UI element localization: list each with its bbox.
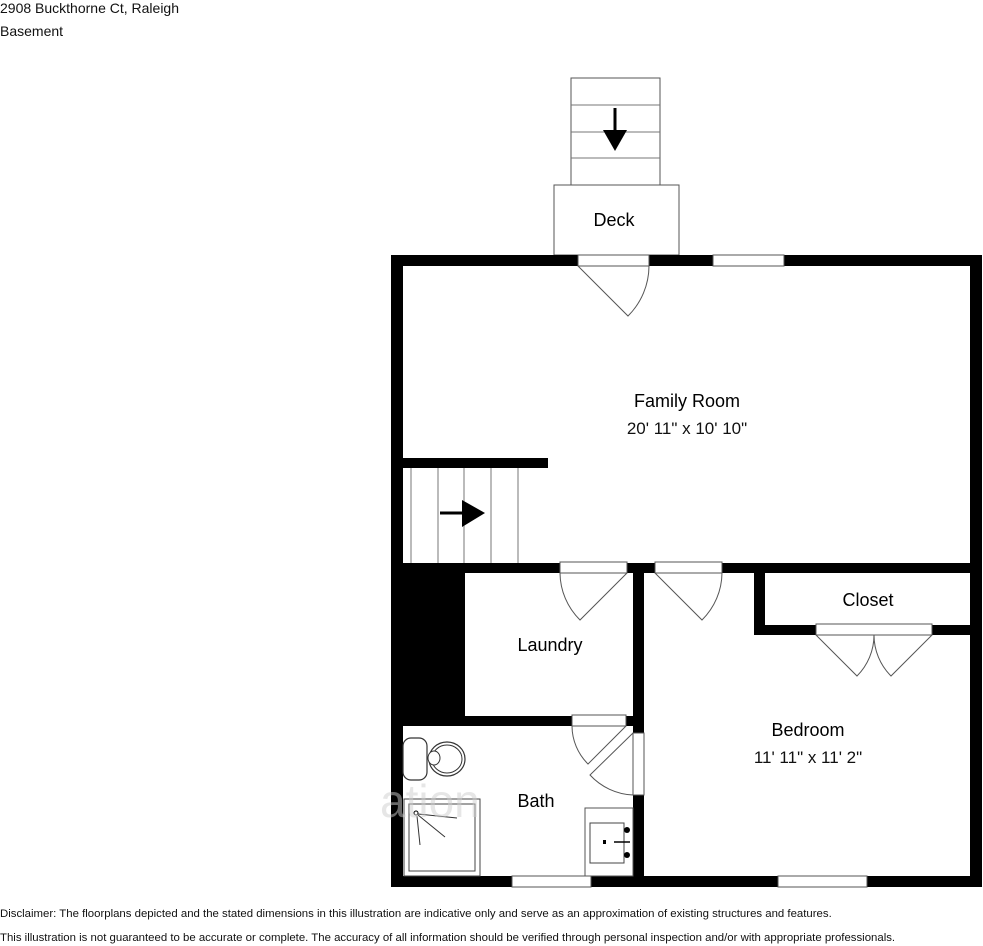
family-room-dimensions: 20' 11" x 10' 10" bbox=[627, 419, 747, 438]
bath-window bbox=[511, 875, 592, 888]
laundry-label: Laundry bbox=[517, 635, 582, 655]
laundry-south-wall bbox=[391, 716, 644, 726]
family-room-window bbox=[712, 254, 785, 267]
bath-bedroom-door[interactable] bbox=[589, 732, 645, 796]
closet-label: Closet bbox=[842, 590, 893, 610]
disclaimer-line-1: Disclaimer: The floorplans depicted and … bbox=[0, 908, 832, 920]
exterior-stairs bbox=[570, 77, 661, 186]
closet-west-wall bbox=[754, 563, 765, 635]
bedroom-dimensions: 11' 11" x 11' 2" bbox=[754, 748, 862, 767]
family-room-label: Family Room bbox=[634, 391, 740, 411]
property-address: 2908 Buckthorne Ct, Raleigh bbox=[0, 0, 179, 16]
utility-block bbox=[391, 573, 465, 726]
bedroom-label: Bedroom bbox=[771, 720, 844, 740]
deck-label: Deck bbox=[593, 210, 635, 230]
bedroom-window bbox=[777, 875, 868, 888]
bedroom-door[interactable] bbox=[654, 561, 723, 621]
interior-stairs bbox=[410, 468, 519, 563]
shower-icon bbox=[403, 798, 481, 877]
deck: Deck bbox=[553, 184, 680, 256]
watermark: ation bbox=[380, 775, 480, 827]
bath-label: Bath bbox=[517, 791, 554, 811]
toilet-icon bbox=[402, 737, 466, 781]
stair-wall bbox=[391, 458, 548, 468]
stairs-right-arrow-icon bbox=[440, 500, 485, 527]
closet-double-doors[interactable] bbox=[815, 623, 933, 677]
floor-level-label: Basement bbox=[0, 23, 64, 39]
laundry-door[interactable] bbox=[559, 561, 628, 621]
sink-icon bbox=[584, 807, 634, 877]
family-room-exterior-door[interactable] bbox=[577, 254, 650, 317]
bath-door[interactable] bbox=[571, 714, 627, 765]
stairs-down-arrow-icon bbox=[603, 108, 627, 151]
disclaimer-line-2: This illustration is not guaranteed to b… bbox=[0, 932, 896, 944]
